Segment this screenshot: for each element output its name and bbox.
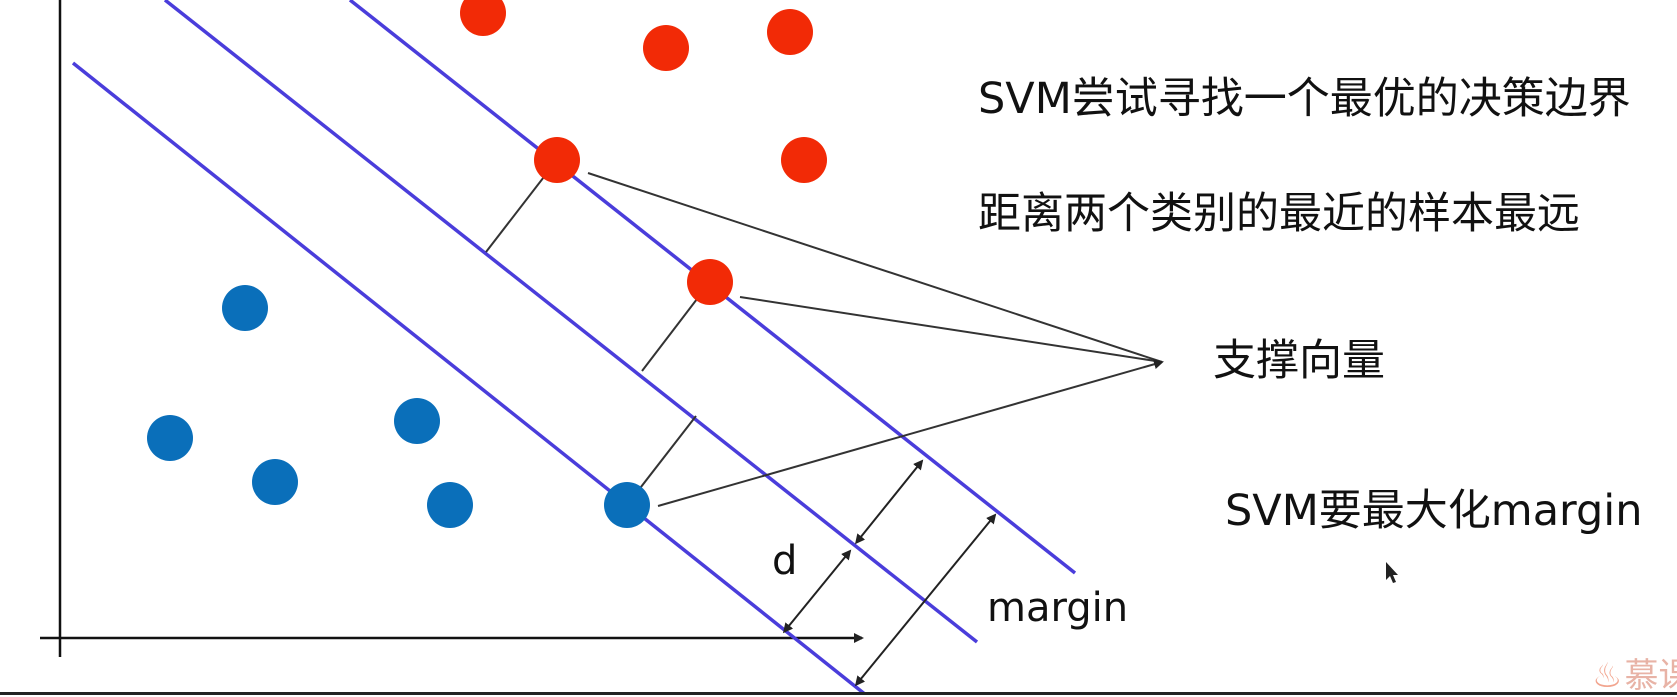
red-point-2 <box>643 25 689 71</box>
bottom-divider <box>0 692 1677 695</box>
lower-margin-line <box>71 61 868 695</box>
blue-point-6 <box>604 482 650 528</box>
red-point-5 <box>781 137 827 183</box>
support-vectors-label: 支撑向量 <box>1213 336 1385 386</box>
pointer-line-1 <box>587 172 1163 363</box>
blue-point-4 <box>394 398 440 444</box>
red-point-6 <box>687 259 733 305</box>
d-label: d <box>772 538 798 584</box>
measurement-arrows <box>782 459 997 687</box>
d-arrow-upper <box>854 459 924 545</box>
pointer-line-2 <box>739 296 1163 363</box>
maximize-margin-label: SVM要最大化margin <box>1225 486 1643 536</box>
title-text: SVM尝试寻找一个最优的决策边界 <box>978 74 1631 124</box>
decision-boundary-line <box>163 0 979 644</box>
watermark-text: 慕课 <box>1624 656 1677 696</box>
blue-point-3 <box>252 459 298 505</box>
red-point-3 <box>767 9 813 55</box>
red-point-4 <box>534 137 580 183</box>
cursor-icon <box>1386 562 1398 583</box>
margin-arrow <box>854 513 997 687</box>
boundary-lines <box>71 0 1077 695</box>
flame-icon: ♨ <box>1592 656 1623 696</box>
support-vector-pointers <box>587 172 1164 507</box>
axes <box>40 0 864 657</box>
distance-segments <box>485 159 711 506</box>
red-class-points <box>460 0 827 305</box>
watermark: ♨慕课 <box>1592 648 1677 697</box>
subtitle-text: 距离两个类别的最近的样本最远 <box>978 189 1580 239</box>
margin-label: margin <box>987 585 1129 631</box>
blue-point-1 <box>222 285 268 331</box>
blue-point-2 <box>147 415 193 461</box>
blue-class-points <box>147 285 650 528</box>
d-arrow <box>782 549 852 634</box>
red-point-1 <box>460 0 506 36</box>
blue-point-5 <box>427 482 473 528</box>
pointer-line-3 <box>657 359 1164 507</box>
